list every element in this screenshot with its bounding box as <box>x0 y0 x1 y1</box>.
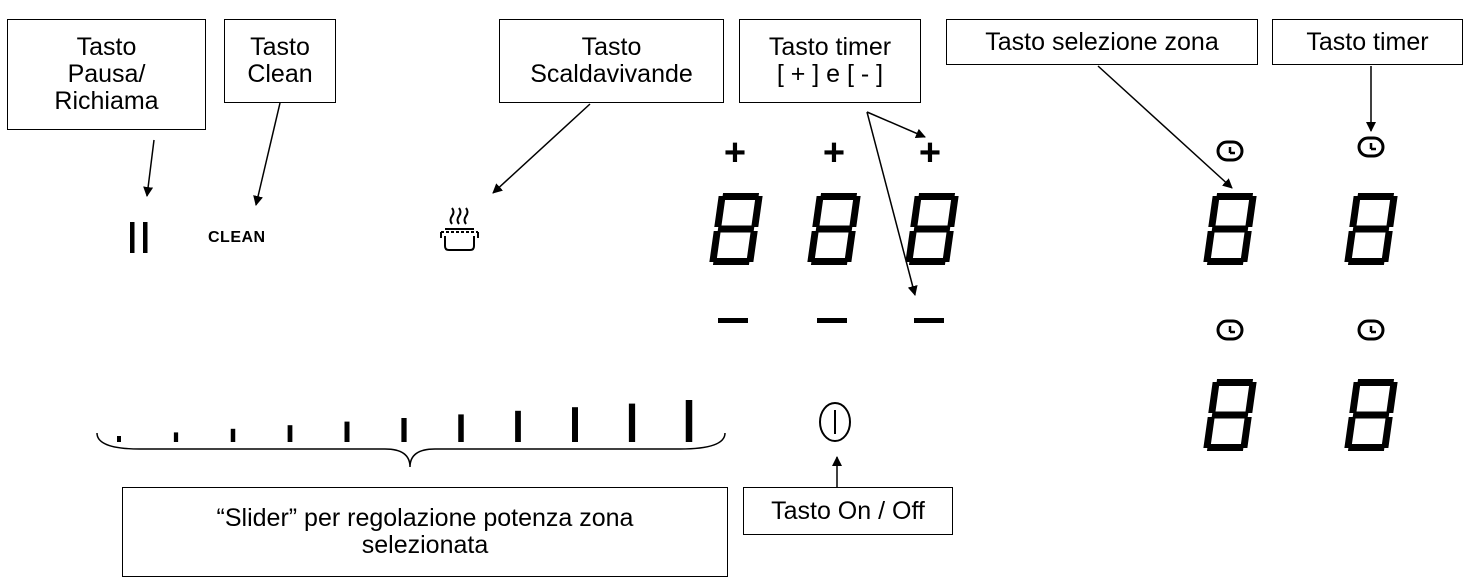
label-tasto-timer-piu-meno: Tasto timer [ + ] e [ - ] <box>739 19 921 103</box>
zone-digit-2 <box>1343 193 1399 265</box>
zone-digit-4 <box>1343 379 1399 451</box>
zone-displays <box>1202 136 1399 451</box>
pause-icon[interactable] <box>130 222 148 253</box>
slider-level-2[interactable] <box>173 432 179 442</box>
slider-brace <box>96 432 726 468</box>
timer-minus-keys[interactable] <box>718 318 944 323</box>
arrow-timer-plus <box>866 111 926 139</box>
arrow-scaldavivande <box>492 103 591 194</box>
label-tasto-selezione-zona: Tasto selezione zona <box>946 19 1258 65</box>
slider-level-3[interactable] <box>230 428 236 442</box>
clock-icon <box>1357 319 1385 341</box>
label-tasto-on-off: Tasto On / Off <box>743 487 953 535</box>
clock-icon <box>1216 319 1244 341</box>
label-tasto-timer: Tasto timer <box>1272 19 1463 65</box>
label-tasto-clean: Tasto Clean <box>224 19 336 103</box>
slider-level-4[interactable] <box>287 425 293 442</box>
power-slider[interactable] <box>117 400 693 442</box>
plus-key-2: + <box>823 132 845 174</box>
slider-level-10[interactable] <box>628 403 636 442</box>
label-tasto-pausa: Tasto Pausa/ Richiama <box>7 19 206 130</box>
arrow-timer-minus <box>866 111 918 296</box>
minus-key-2 <box>817 318 847 323</box>
timer-display-digits <box>708 193 960 265</box>
slider-level-7[interactable] <box>458 414 464 442</box>
slider-level-1[interactable] <box>117 436 121 442</box>
zone-digit-1 <box>1202 193 1258 265</box>
plus-key-3: + <box>919 132 941 174</box>
clean-key[interactable]: CLEAN <box>208 229 266 246</box>
digit-display-2 <box>806 193 862 265</box>
power-icon[interactable] <box>819 402 851 442</box>
pot-warmer-icon[interactable] <box>440 207 479 251</box>
slider-level-8[interactable] <box>515 410 521 442</box>
plus-key-1: + <box>724 132 746 174</box>
label-slider: “Slider” per regolazione potenza zona se… <box>122 487 728 577</box>
arrow-pausa <box>143 139 155 197</box>
minus-key-3 <box>914 318 944 323</box>
zone-digit-3 <box>1202 379 1258 451</box>
clock-icon <box>1216 140 1244 162</box>
label-tasto-scaldavivande: Tasto Scaldavivande <box>499 19 724 103</box>
digit-display-3 <box>904 193 960 265</box>
digit-display-1 <box>708 193 764 265</box>
slider-level-6[interactable] <box>401 418 407 442</box>
arrow-clean <box>253 102 281 206</box>
slider-level-9[interactable] <box>572 407 578 442</box>
arrow-selezione-zona <box>1097 65 1233 189</box>
slider-level-11[interactable] <box>685 400 693 442</box>
clock-icon <box>1357 136 1385 158</box>
slider-level-5[interactable] <box>344 421 350 442</box>
timer-plus-keys[interactable]: + + + <box>724 132 941 174</box>
minus-key-1 <box>718 318 748 323</box>
